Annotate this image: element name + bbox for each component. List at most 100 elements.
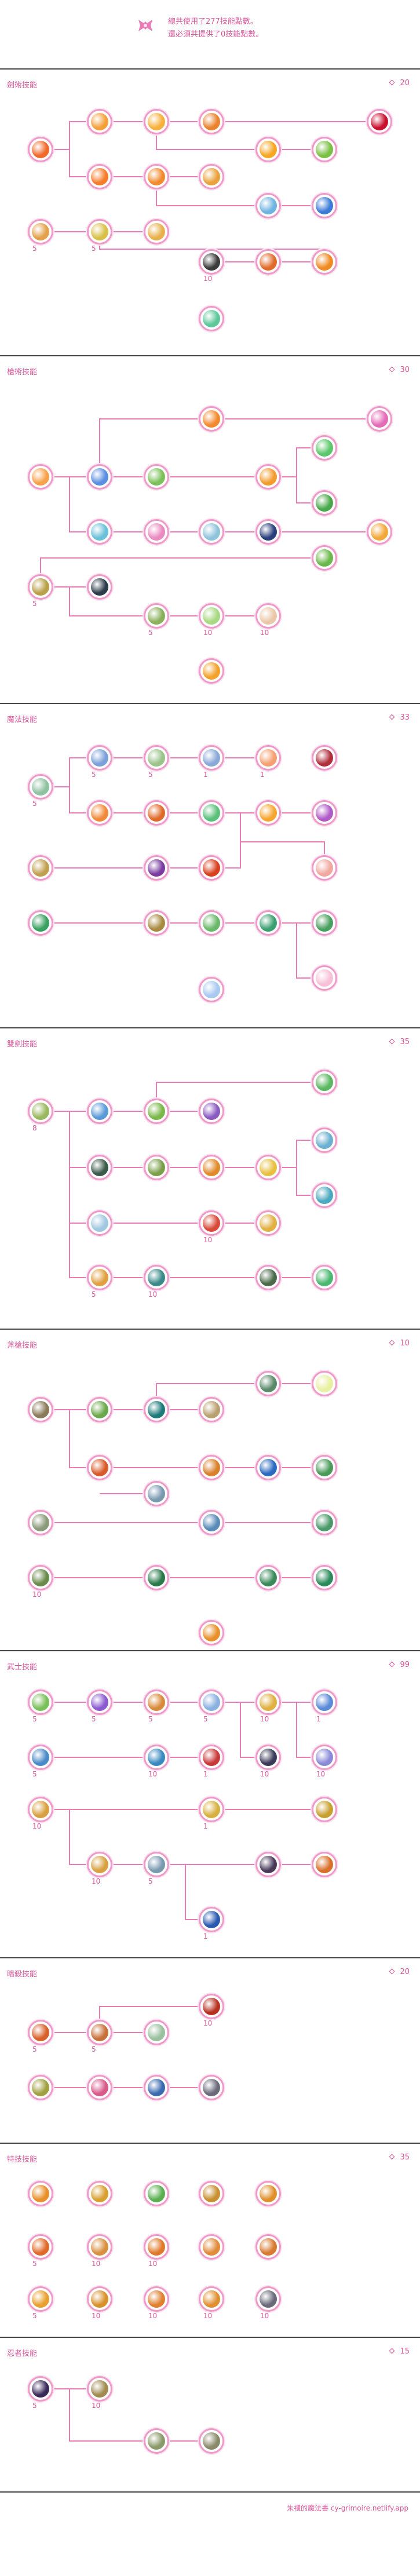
skill-node[interactable] bbox=[87, 164, 112, 189]
skill-node[interactable] bbox=[87, 1155, 112, 1180]
skill-node[interactable] bbox=[255, 1745, 281, 1770]
skill-node[interactable] bbox=[28, 574, 53, 600]
skill-node[interactable] bbox=[255, 2286, 281, 2312]
skill-node[interactable] bbox=[255, 137, 281, 162]
skill-node[interactable] bbox=[199, 1907, 224, 1932]
skill-node[interactable] bbox=[28, 1690, 53, 1715]
skill-node[interactable] bbox=[312, 745, 337, 771]
skill-node[interactable] bbox=[87, 1690, 112, 1715]
skill-node[interactable] bbox=[312, 800, 337, 826]
skill-node[interactable] bbox=[255, 1210, 281, 1236]
skill-node[interactable] bbox=[255, 1565, 281, 1590]
skill-node[interactable] bbox=[312, 1183, 337, 1208]
skill-node[interactable] bbox=[28, 219, 53, 245]
skill-node[interactable] bbox=[28, 774, 53, 800]
skill-node[interactable] bbox=[199, 658, 224, 684]
skill-node[interactable] bbox=[255, 249, 281, 275]
skill-node[interactable] bbox=[144, 1155, 169, 1180]
skill-node[interactable] bbox=[87, 464, 112, 490]
skill-node[interactable] bbox=[87, 109, 112, 134]
skill-node[interactable] bbox=[144, 464, 169, 490]
skill-node[interactable] bbox=[87, 2020, 112, 2045]
skill-node[interactable] bbox=[199, 2075, 224, 2100]
skill-node[interactable] bbox=[199, 2181, 224, 2206]
skill-node[interactable] bbox=[87, 2286, 112, 2312]
skill-node[interactable] bbox=[87, 1852, 112, 1877]
skill-node[interactable] bbox=[87, 219, 112, 245]
skill-node[interactable] bbox=[255, 519, 281, 545]
skill-node[interactable] bbox=[367, 406, 392, 432]
skill-node[interactable] bbox=[28, 1099, 53, 1124]
skill-node[interactable] bbox=[144, 2075, 169, 2100]
skill-node[interactable] bbox=[199, 2286, 224, 2312]
skill-node[interactable] bbox=[199, 1155, 224, 1180]
skill-node[interactable] bbox=[144, 1481, 169, 1506]
skill-node[interactable] bbox=[28, 137, 53, 162]
skill-node[interactable] bbox=[255, 745, 281, 771]
skill-node[interactable] bbox=[199, 1620, 224, 1645]
skill-node[interactable] bbox=[144, 1565, 169, 1590]
skill-node[interactable] bbox=[199, 745, 224, 771]
skill-node[interactable] bbox=[28, 855, 53, 881]
skill-node[interactable] bbox=[312, 1265, 337, 1290]
skill-node[interactable] bbox=[28, 2075, 53, 2100]
skill-node[interactable] bbox=[199, 1397, 224, 1422]
skill-node[interactable] bbox=[199, 2234, 224, 2260]
skill-node[interactable] bbox=[199, 603, 224, 629]
skill-node[interactable] bbox=[28, 910, 53, 936]
skill-node[interactable] bbox=[199, 406, 224, 432]
skill-node[interactable] bbox=[199, 1745, 224, 1770]
skill-node[interactable] bbox=[312, 855, 337, 881]
skill-node[interactable] bbox=[312, 137, 337, 162]
skill-node[interactable] bbox=[87, 1099, 112, 1124]
skill-node[interactable] bbox=[199, 1797, 224, 1822]
skill-node[interactable] bbox=[312, 490, 337, 516]
skill-node[interactable] bbox=[144, 1099, 169, 1124]
skill-node[interactable] bbox=[312, 1852, 337, 1877]
skill-node[interactable] bbox=[255, 910, 281, 936]
skill-node[interactable] bbox=[87, 745, 112, 771]
skill-node[interactable] bbox=[199, 306, 224, 331]
skill-node[interactable] bbox=[255, 1690, 281, 1715]
skill-node[interactable] bbox=[199, 519, 224, 545]
skill-node[interactable] bbox=[255, 800, 281, 826]
skill-node[interactable] bbox=[312, 1690, 337, 1715]
skill-node[interactable] bbox=[144, 800, 169, 826]
skill-node[interactable] bbox=[28, 464, 53, 490]
skill-node[interactable] bbox=[199, 1690, 224, 1715]
skill-node[interactable] bbox=[28, 2286, 53, 2312]
skill-node[interactable] bbox=[312, 435, 337, 461]
skill-node[interactable] bbox=[144, 2286, 169, 2312]
skill-node[interactable] bbox=[255, 2234, 281, 2260]
skill-node[interactable] bbox=[144, 1690, 169, 1715]
skill-node[interactable] bbox=[28, 1510, 53, 1535]
skill-node[interactable] bbox=[199, 2428, 224, 2454]
skill-node[interactable] bbox=[199, 1510, 224, 1535]
skill-node[interactable] bbox=[199, 855, 224, 881]
skill-node[interactable] bbox=[144, 603, 169, 629]
skill-node[interactable] bbox=[312, 1510, 337, 1535]
skill-node[interactable] bbox=[199, 1455, 224, 1480]
skill-node[interactable] bbox=[87, 1455, 112, 1480]
skill-node[interactable] bbox=[87, 2234, 112, 2260]
skill-node[interactable] bbox=[28, 1745, 53, 1770]
skill-node[interactable] bbox=[144, 109, 169, 134]
skill-node[interactable] bbox=[199, 1099, 224, 1124]
skill-node[interactable] bbox=[87, 1265, 112, 1290]
skill-node[interactable] bbox=[28, 2234, 53, 2260]
skill-node[interactable] bbox=[144, 745, 169, 771]
skill-node[interactable] bbox=[312, 1070, 337, 1095]
skill-node[interactable] bbox=[87, 1210, 112, 1236]
skill-node[interactable] bbox=[144, 2428, 169, 2454]
skill-node[interactable] bbox=[28, 2181, 53, 2206]
skill-node[interactable] bbox=[87, 2181, 112, 2206]
skill-node[interactable] bbox=[199, 910, 224, 936]
skill-node[interactable] bbox=[87, 2376, 112, 2402]
skill-node[interactable] bbox=[87, 519, 112, 545]
skill-node[interactable] bbox=[367, 109, 392, 134]
skill-node[interactable] bbox=[255, 1155, 281, 1180]
skill-node[interactable] bbox=[144, 910, 169, 936]
skill-node[interactable] bbox=[312, 249, 337, 275]
skill-node[interactable] bbox=[144, 1745, 169, 1770]
skill-node[interactable] bbox=[199, 800, 224, 826]
